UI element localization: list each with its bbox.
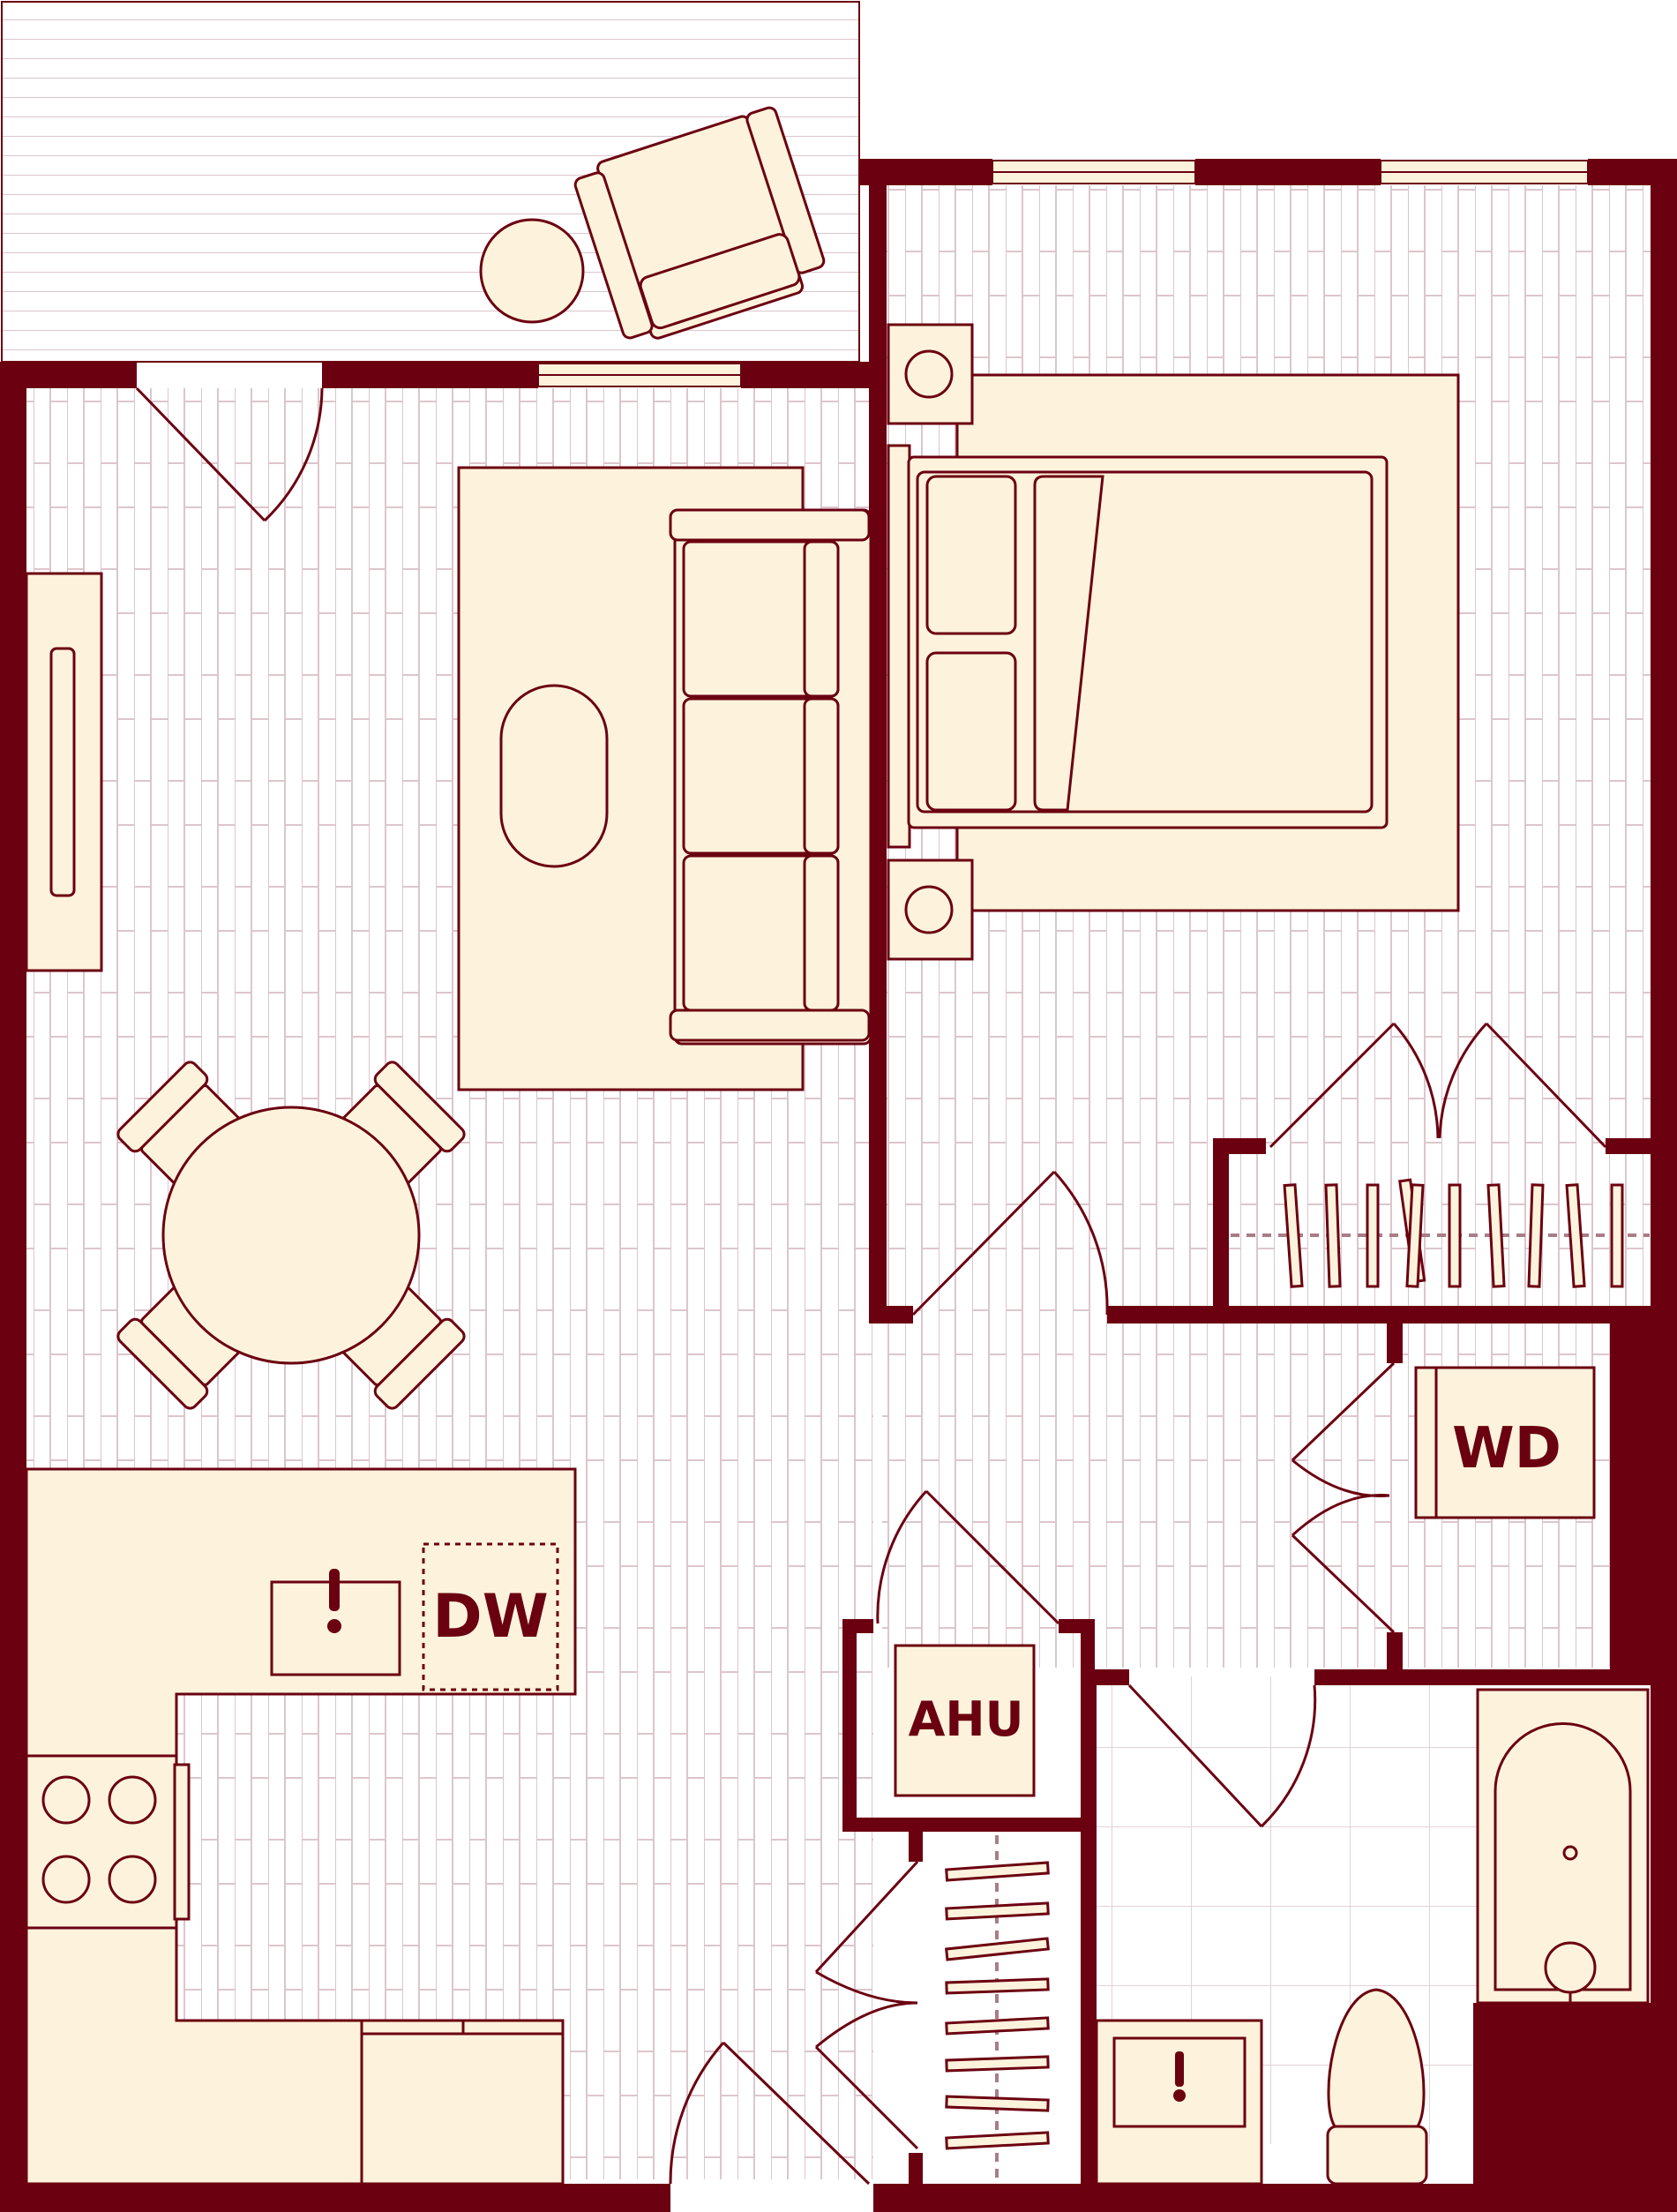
- headboard: [887, 444, 911, 849]
- bathroom-door: [1127, 1683, 1317, 1828]
- ahu-door: [876, 1489, 1060, 1625]
- wall-bedroom-south-b: [1107, 1306, 1651, 1323]
- toilet: [1326, 1988, 1428, 2186]
- tv: [49, 647, 76, 897]
- closet-doors: [1269, 1022, 1607, 1149]
- linen-doors: [814, 1860, 919, 2150]
- wall-laundry-west-a: [1387, 1319, 1403, 1363]
- living-furniture: [25, 466, 872, 1410]
- wall-linen-west-b: [909, 2153, 923, 2193]
- side-table: [479, 218, 585, 324]
- balcony-furniture: [479, 106, 826, 340]
- front-door: [669, 2041, 871, 2186]
- wall-closet-west: [1213, 1138, 1229, 1315]
- dishwasher: [422, 1542, 559, 1691]
- air-handler: [894, 1644, 1036, 1797]
- laundry-doors: [1291, 1361, 1396, 1634]
- wall-ahu-east: [1081, 1619, 1095, 1831]
- bedroom-door: [911, 1170, 1109, 1316]
- wall-laundry-east: [1610, 1319, 1651, 1685]
- wall-south: [0, 2184, 670, 2212]
- walls: [0, 159, 1677, 2212]
- kitchen: DW: [25, 1467, 577, 2186]
- washer-dryer: [1414, 1366, 1596, 1519]
- armchair: [573, 106, 826, 340]
- wall-ahu-west: [842, 1619, 857, 1831]
- wall-bath-north-a: [1094, 1669, 1129, 1685]
- doors: [135, 386, 1607, 2186]
- nightstand-bottom: [887, 859, 974, 961]
- windows: [537, 160, 1589, 387]
- dining-table: [161, 1106, 421, 1365]
- coffee-table: [499, 684, 609, 868]
- bedroom-furniture: [887, 323, 1460, 961]
- wall-west: [0, 362, 26, 2212]
- floor-surfaces: [1, 1, 1651, 2179]
- wall-east: [1651, 159, 1677, 2212]
- bathroom: [1095, 1688, 1650, 2186]
- sink-faucet-icon: [327, 1569, 341, 1633]
- dishwasher-label: DW: [432, 1582, 548, 1652]
- sofa: [669, 508, 872, 1046]
- closet-hangers: [1231, 1178, 1650, 1288]
- wall-linen-west: [909, 1831, 923, 1862]
- wall-bath-east-block: [1473, 2003, 1651, 2212]
- wall-bedroom-west: [869, 159, 887, 1306]
- laundry: WD: [1414, 1366, 1596, 1519]
- linen-closet: [945, 1835, 1050, 2184]
- entry-door-balcony: [135, 386, 324, 522]
- wall-bedroom-south-a: [869, 1306, 913, 1323]
- wall-ahu-bottom: [842, 1818, 1094, 1832]
- ahu-closet: AHU: [894, 1644, 1036, 1797]
- refrigerator: [360, 2019, 565, 2186]
- wall-north-living-b: [322, 362, 538, 388]
- wall-north-living-c: [741, 362, 882, 388]
- wall-closet-top-b: [1606, 1138, 1651, 1154]
- wall-bath-north-b: [1314, 1669, 1651, 1685]
- bath-faucet-icon: [1173, 2051, 1186, 2102]
- range: [25, 1754, 178, 1930]
- wall-north-bedroom-b: [1195, 159, 1381, 185]
- dining-set: [116, 1061, 466, 1410]
- bed: [907, 455, 1389, 829]
- wall-north-living-a: [0, 362, 137, 388]
- air-handler-label: AHU: [909, 1691, 1024, 1747]
- washer-dryer-label: WD: [1452, 1416, 1561, 1481]
